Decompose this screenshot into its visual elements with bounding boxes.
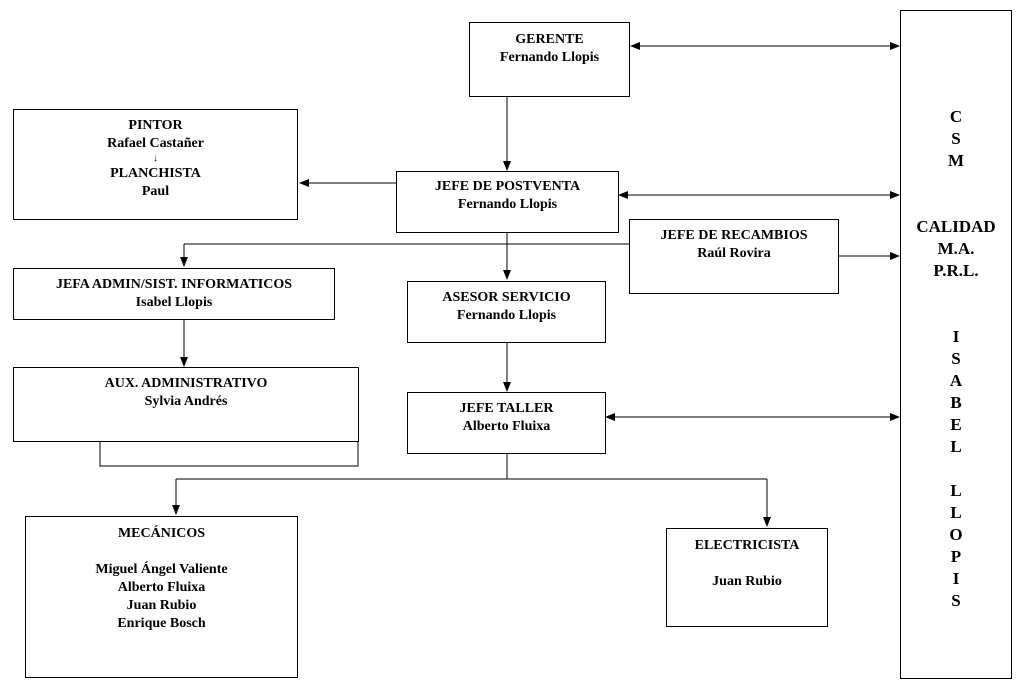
csm-line: M.A. [937,239,975,258]
csm-line: P.R.L. [933,261,979,280]
node-title: PINTOR [128,118,183,133]
csm-letter: L [950,437,962,456]
mecanico-member: Juan Rubio [126,598,197,613]
csm-letter: B [950,393,962,412]
node-jefe-postventa[interactable]: JEFE DE POSTVENTA Fernando Llopis [396,171,619,233]
node-electricista[interactable]: ELECTRICISTA Juan Rubio [666,528,828,627]
csm-letter: E [950,415,962,434]
node-title: JEFE DE POSTVENTA [434,179,581,194]
node-person: Alberto Fluixa [462,419,551,434]
csm-letter: S [951,591,961,610]
node-title: JEFE TALLER [459,401,554,416]
csm-letter: C [949,107,963,126]
csm-letter: O [949,525,963,544]
node-subperson: Paul [141,184,170,199]
spacer [667,555,827,573]
node-title: GERENTE [515,32,584,47]
node-mecanicos[interactable]: MECÁNICOS Miguel Ángel Valiente Alberto … [25,516,298,678]
node-jefa-admin[interactable]: JEFA ADMIN/SIST. INFORMATICOS Isabel Llo… [13,268,335,320]
spacer [26,543,297,561]
node-title: ELECTRICISTA [694,538,800,553]
aux-admin-tray [99,441,359,467]
csm-letter: A [949,371,963,390]
node-gerente[interactable]: GERENTE Fernando Llopis [469,22,630,97]
node-person: Fernando Llopis [457,197,558,212]
mecanico-member: Alberto Fluixa [117,580,206,595]
csm-letter: L [950,503,962,522]
csm-letters-top: C S M [901,106,1011,172]
node-title: MECÁNICOS [117,526,206,541]
node-person: Raúl Rovira [697,246,771,261]
node-person: Sylvia Andrés [144,394,228,409]
node-jefe-taller[interactable]: JEFE TALLER Alberto Fluixa [407,392,606,454]
csm-mid-lines: CALIDAD M.A. P.R.L. [901,216,1011,282]
csm-letter: S [951,349,961,368]
csm-letter: S [951,129,961,148]
node-person: Juan Rubio [712,574,782,589]
csm-letter: P [950,547,962,566]
csm-line: CALIDAD [916,217,996,236]
csm-letters-last: L L O P I S [901,480,1011,612]
node-subtitle: PLANCHISTA [110,166,201,181]
node-person: Isabel Llopis [135,295,213,310]
node-jefe-recambios[interactable]: JEFE DE RECAMBIOS Raúl Rovira [629,219,839,294]
node-title: JEFE DE RECAMBIOS [660,228,808,243]
csm-letter: L [950,481,962,500]
node-title: JEFA ADMIN/SIST. INFORMATICOS [55,277,293,292]
mecanico-member: Enrique Bosch [117,616,206,631]
node-aux-administrativo[interactable]: AUX. ADMINISTRATIVO Sylvia Andrés [13,367,359,442]
arrow-down-icon: ↓ [153,153,158,164]
csm-letter: I [952,569,960,588]
node-title: ASESOR SERVICIO [442,290,571,305]
csm-letter: I [952,327,960,346]
mecanico-member: Miguel Ángel Valiente [95,562,228,577]
csm-letter: M [947,151,965,170]
node-asesor-servicio[interactable]: ASESOR SERVICIO Fernando Llopis [407,281,606,343]
node-person: Fernando Llopis [456,308,557,323]
node-pintor-planchista[interactable]: PINTOR Rafael Castañer ↓ PLANCHISTA Paul [13,109,298,220]
csm-letters-first: I S A B E L [901,326,1011,458]
node-title: AUX. ADMINISTRATIVO [104,376,268,391]
node-person: Rafael Castañer [107,136,204,151]
node-person: Fernando Llopis [499,50,600,65]
node-csm[interactable]: C S M CALIDAD M.A. P.R.L. I S A B E L L … [900,10,1012,679]
